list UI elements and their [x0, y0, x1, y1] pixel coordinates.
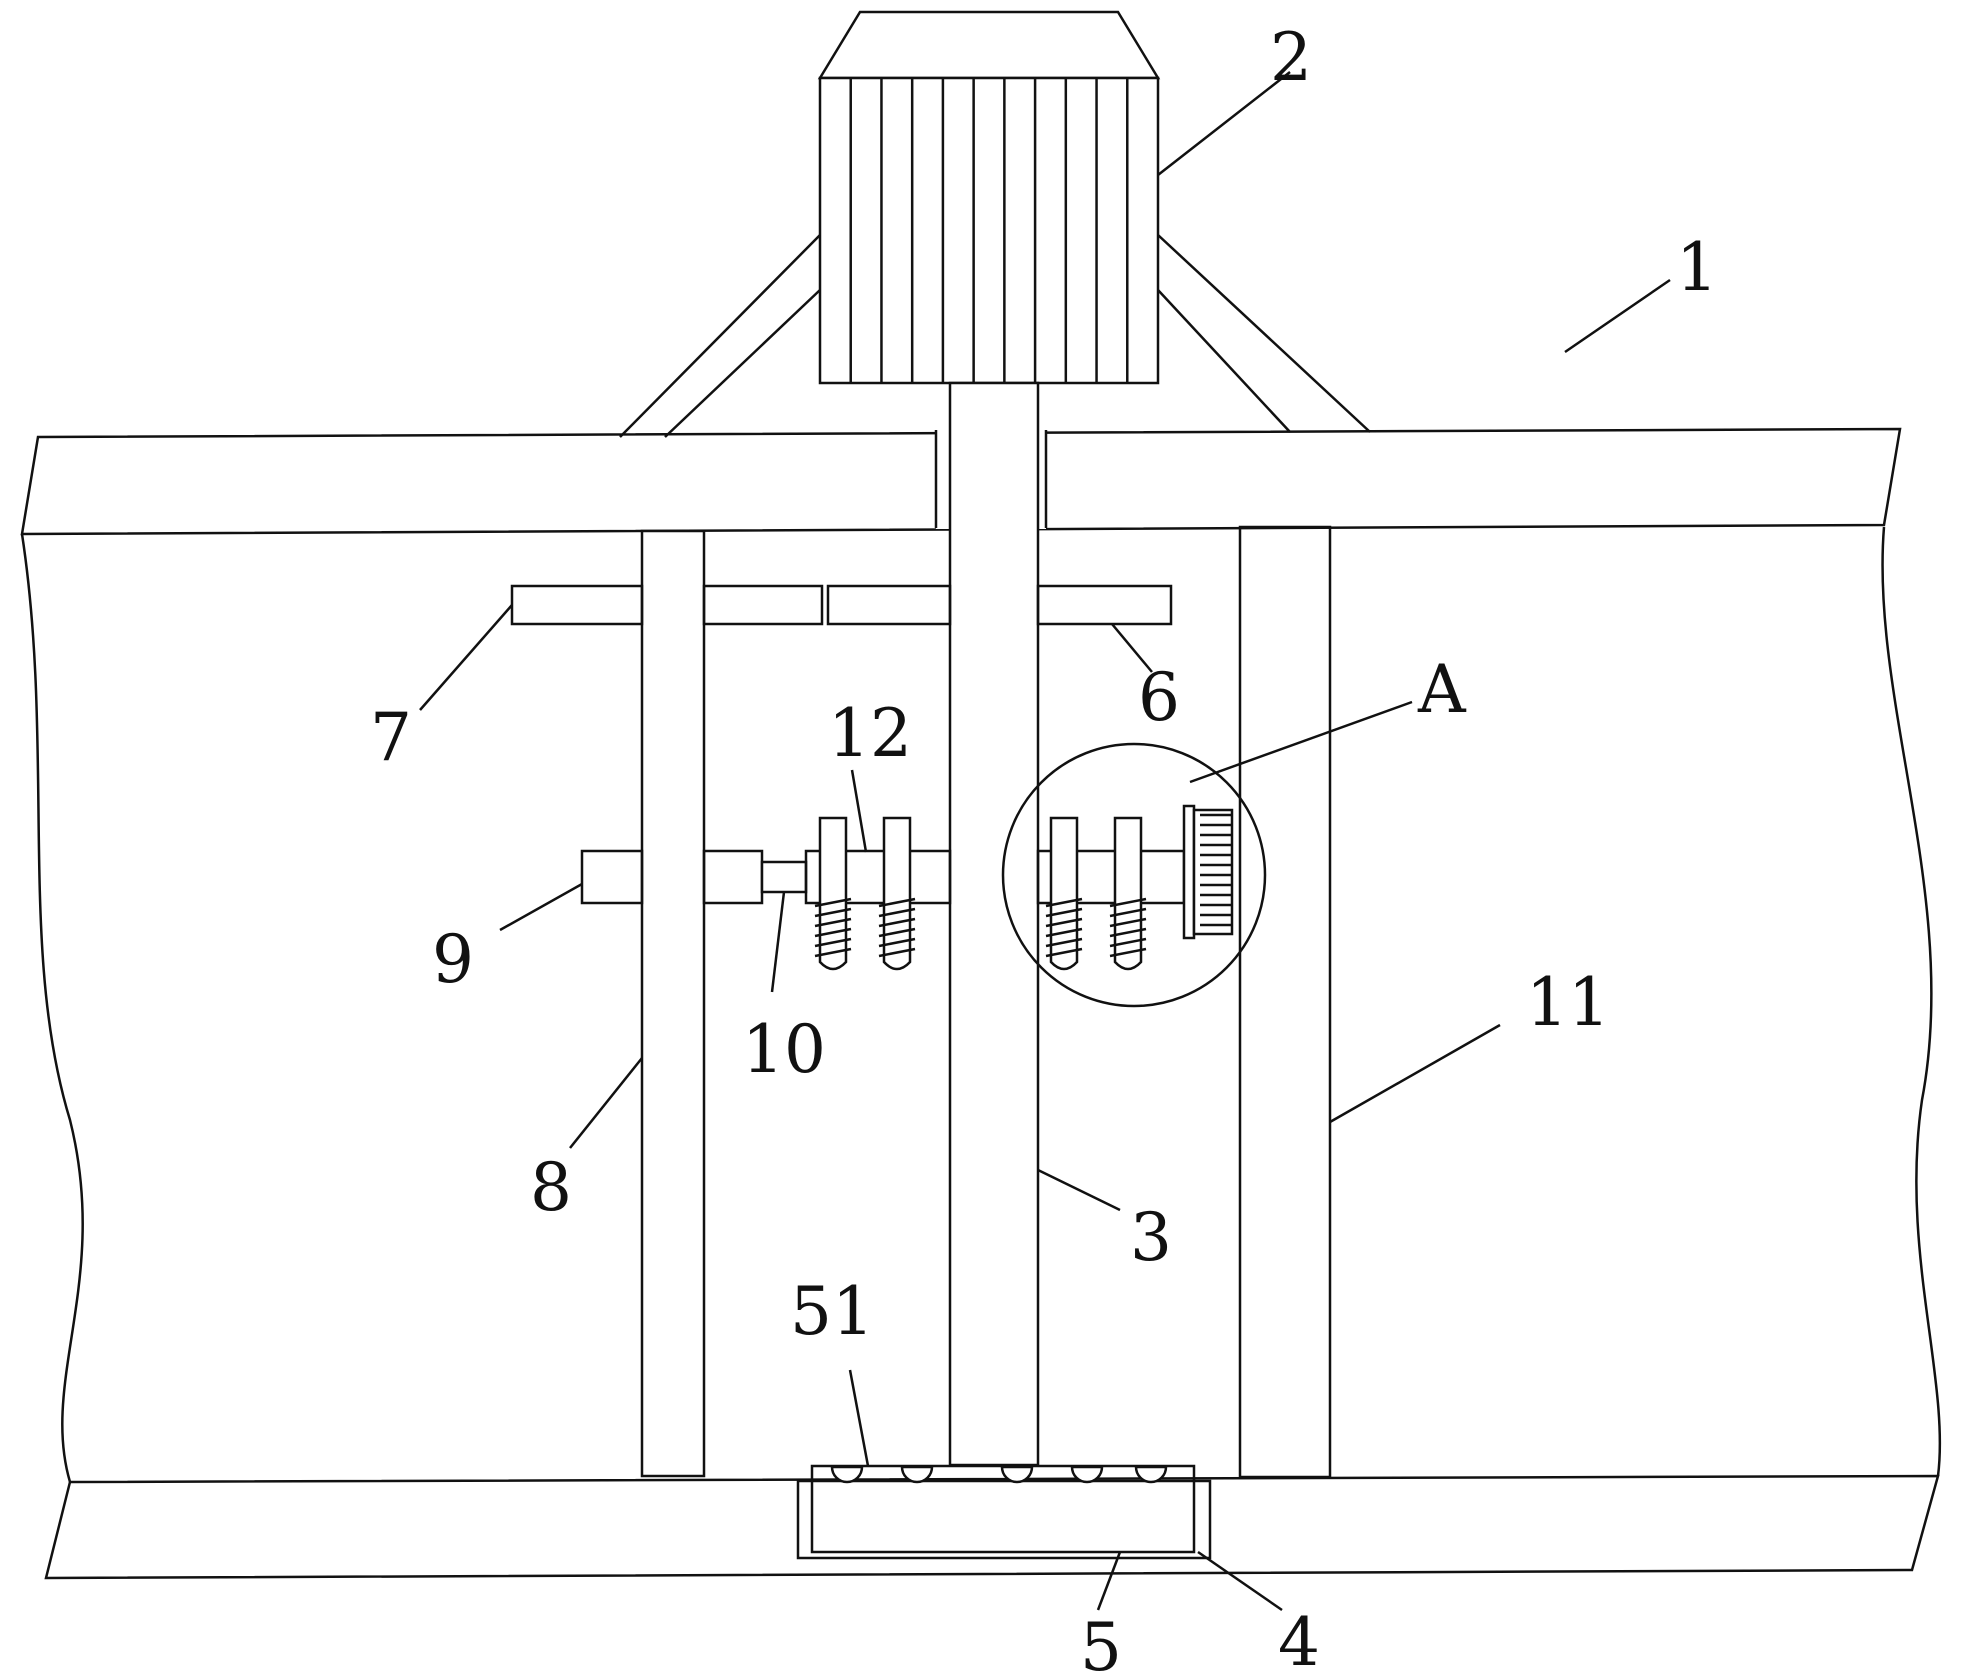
- callout-10: 10: [742, 1011, 826, 1088]
- upper-plate: [510, 584, 1173, 626]
- callout-3: 3: [1130, 1199, 1172, 1276]
- callout-11: 11: [1526, 964, 1610, 1041]
- drill-bit: [878, 816, 916, 971]
- drill-bits: [814, 816, 1147, 971]
- callout-8: 8: [530, 1149, 572, 1226]
- motor-brackets: [619, 234, 1371, 438]
- bottom-pad: [796, 1464, 1212, 1560]
- callout-1: 1: [1676, 229, 1718, 306]
- bottom-wall: [44, 1474, 1940, 1580]
- callout-12: 12: [828, 695, 912, 772]
- callout-7: 7: [370, 699, 412, 776]
- wavy-cut-edges: [20, 526, 1942, 1483]
- drill-bit: [814, 816, 852, 971]
- pad-hole: [1134, 1465, 1168, 1484]
- callout-9: 9: [432, 921, 474, 998]
- callout-6: 6: [1138, 659, 1180, 736]
- drive-shaft: [948, 381, 1040, 1467]
- drill-bit: [1109, 816, 1147, 971]
- callout-5: 5: [1080, 1609, 1122, 1677]
- callout-4: 4: [1278, 1604, 1320, 1677]
- leader-lines: [419, 71, 1671, 1612]
- brush-head: [1182, 804, 1234, 940]
- pad-hole: [1000, 1465, 1034, 1484]
- callout-2: 2: [1270, 19, 1312, 96]
- pad-hole: [900, 1465, 934, 1484]
- pad-hole: [1070, 1465, 1104, 1484]
- callout-51: 51: [790, 1273, 874, 1350]
- detail-circle-a: [1001, 742, 1267, 1008]
- callouts: 1 2 3 4 5 51 6 7 8 9 10 11 12 A: [370, 19, 1718, 1677]
- partition-11: [1238, 525, 1332, 1479]
- drill-bit: [1045, 816, 1083, 971]
- callout-a: A: [1417, 651, 1467, 728]
- motor: [817, 10, 1161, 385]
- pad-hole: [830, 1465, 864, 1484]
- rod-8: [640, 529, 706, 1478]
